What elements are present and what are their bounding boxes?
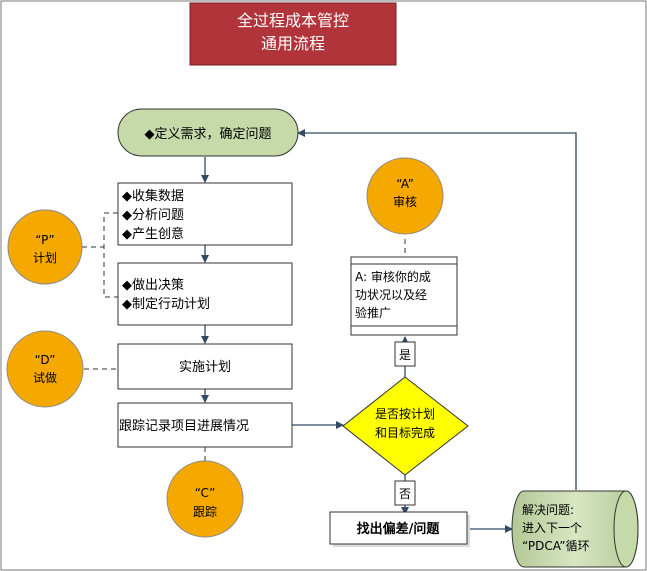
- track-box: 跟踪记录项目进展情况: [117, 402, 293, 448]
- title-line2: 通用流程: [261, 34, 325, 53]
- solve-cylinder: 解决问题: 进入下一个 “PDCA”循环: [511, 490, 639, 568]
- no-label: 否: [399, 487, 411, 501]
- implement-box: 实施计划: [117, 343, 293, 390]
- review-line-2: 功状况以及经: [355, 288, 427, 302]
- phase-p-name: 计划: [33, 251, 57, 265]
- solve-line-3: “PDCA”循环: [522, 539, 590, 553]
- yes-label-box: 是: [394, 341, 416, 367]
- decision-line2: 和目标完成: [375, 425, 435, 440]
- phase-a-circle: “A” 审核: [366, 157, 444, 235]
- dash-p-bracket: [103, 212, 118, 298]
- deviation-label: 找出偏差/问题: [357, 521, 441, 537]
- review-line-1: A: 审核你的成: [355, 269, 431, 284]
- collect-line-2: ◆分析问题: [122, 208, 184, 223]
- decide-box: ◆做出决策 ◆制定行动计划: [117, 262, 293, 326]
- phase-p-letter: “P”: [35, 233, 55, 247]
- phase-d-name: 试做: [33, 370, 57, 385]
- collect-box: ◆收集数据 ◆分析问题 ◆产生创意: [117, 182, 293, 246]
- solve-line-1: 解决问题:: [522, 503, 574, 517]
- solve-line-2: 进入下一个: [522, 521, 582, 535]
- start-label: ◆定义需求，确定问题: [145, 127, 272, 142]
- collect-line-3: ◆产生创意: [122, 226, 184, 242]
- title-line1: 全过程成本管控: [237, 11, 349, 30]
- decision-diamond: 是否按计划 和目标完成: [342, 376, 469, 476]
- start-terminator: ◆定义需求，确定问题: [117, 108, 299, 157]
- review-box: A: 审核你的成 功状况以及经 验推广: [350, 256, 458, 336]
- decide-line-2: ◆制定行动计划: [122, 297, 210, 312]
- phase-c-letter: “C”: [195, 486, 216, 500]
- yes-label: 是: [399, 348, 411, 362]
- phase-c-name: 跟踪: [193, 505, 217, 519]
- deviation-box: 找出偏差/问题: [329, 511, 470, 547]
- track-label: 跟踪记录项目进展情况: [119, 419, 249, 434]
- arrow-loop-back: [297, 129, 577, 490]
- phase-p-circle: “P” 计划: [7, 209, 83, 285]
- phase-c-circle: “C” 跟踪: [166, 460, 244, 538]
- review-line-3: 验推广: [355, 305, 391, 320]
- no-label-box: 否: [394, 480, 416, 506]
- dashed-leaders: [82, 212, 406, 461]
- title-box: 全过程成本管控 通用流程: [189, 2, 397, 66]
- collect-line-1: ◆收集数据: [122, 188, 184, 204]
- phase-a-letter: “A”: [396, 177, 414, 191]
- phase-a-name: 审核: [393, 194, 417, 209]
- phase-d-letter: “D”: [35, 353, 56, 367]
- implement-label: 实施计划: [179, 360, 231, 375]
- decision-line1: 是否按计划: [375, 407, 435, 421]
- decide-line-1: ◆做出决策: [122, 277, 184, 293]
- phase-d-circle: “D” 试做: [6, 330, 84, 408]
